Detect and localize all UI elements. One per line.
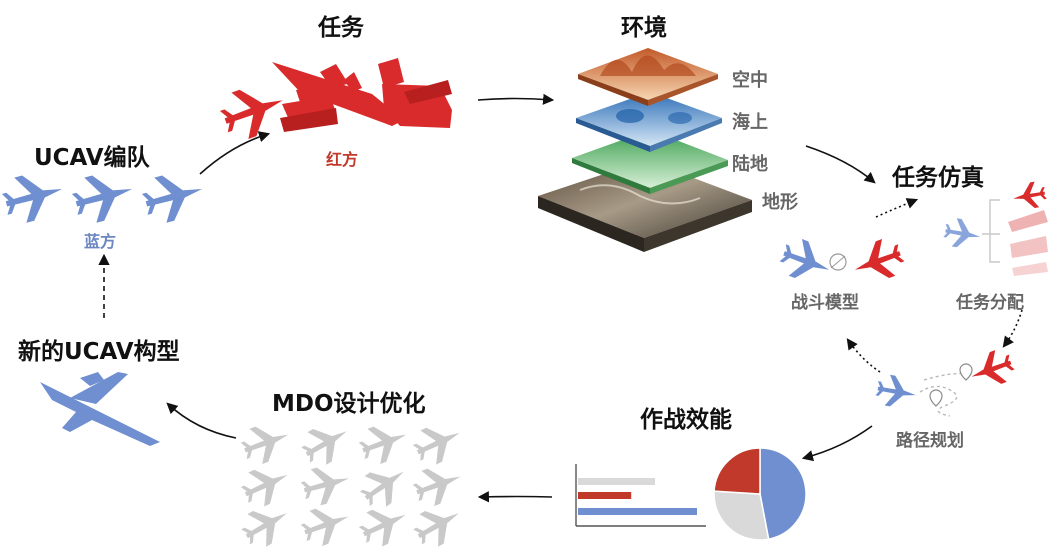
effectiveness-bar xyxy=(578,492,632,499)
formation-title: UCAV编队 xyxy=(34,145,150,171)
effectiveness-pie-chart xyxy=(713,447,807,541)
terrain-layer xyxy=(538,160,752,252)
blue-fighter-icon xyxy=(775,234,836,289)
new-config-title: 新的UCAV构型 xyxy=(18,339,180,365)
mdo-ucav-variant-icon xyxy=(296,414,357,472)
blue-side-label: 蓝方 xyxy=(84,232,117,251)
red-force-group xyxy=(215,58,452,145)
arrow-mission-to-environment xyxy=(477,93,555,105)
blue-ucav-formation xyxy=(0,166,209,227)
mdo-ucav-variant-icon xyxy=(354,456,415,515)
pie-slice xyxy=(713,447,761,495)
waypoint-icon xyxy=(929,389,943,407)
mdo-ucav-variant-icon xyxy=(237,417,295,469)
blue-ucav-small-icon xyxy=(942,216,983,251)
arrow-path-to-combat xyxy=(846,338,881,373)
red-target-aircraft-icon xyxy=(1010,180,1048,212)
mdo-ucav-variant-icon xyxy=(298,460,354,509)
arrow-formation-to-mission xyxy=(199,131,271,175)
mdo-ucav-variant-icon xyxy=(409,459,467,511)
task-allocation-group xyxy=(942,180,1048,276)
environment-layers xyxy=(538,48,752,252)
pie-slice xyxy=(759,447,807,541)
arrow-mdo-to-new-config xyxy=(166,402,237,439)
arrow-effectiveness-to-mdo xyxy=(477,491,553,503)
red-fighter-icon xyxy=(848,234,909,289)
red-target-launcher-icon xyxy=(1010,236,1048,258)
path-planning-group xyxy=(874,346,1018,417)
mdo-title: MDO设计优化 xyxy=(272,391,426,417)
blue-ucav-icon xyxy=(0,166,69,227)
red-target-tank-icon xyxy=(1012,262,1048,276)
red-side-label: 红方 xyxy=(326,150,359,169)
layer-label-sea: 海上 xyxy=(732,112,768,133)
mission-title: 任务 xyxy=(318,15,364,41)
blue-ucav-icon xyxy=(138,166,209,227)
effectiveness-bar xyxy=(578,508,697,515)
new-ucav-icon xyxy=(40,372,160,446)
mdo-ucav-variant-icon xyxy=(408,415,468,470)
task-allocation-label: 任务分配 xyxy=(956,293,1024,313)
effectiveness-bar xyxy=(578,478,655,485)
arrow-allocation-to-path xyxy=(1002,309,1023,348)
path-planning-label: 路径规划 xyxy=(896,431,964,451)
combat-model-group xyxy=(775,234,909,289)
red-target-icon xyxy=(965,346,1018,393)
layer-label-terrain: 地形 xyxy=(762,192,798,213)
mdo-ucav-grid xyxy=(236,414,469,554)
pie-slice xyxy=(713,490,770,541)
blue-ucav-path-icon xyxy=(874,372,919,411)
layer-label-air: 空中 xyxy=(732,70,768,91)
mission-sim-title: 任务仿真 xyxy=(892,165,984,191)
land-layer xyxy=(572,130,728,194)
red-warship-icon xyxy=(272,62,404,126)
blue-ucav-icon xyxy=(68,166,139,227)
combat-model-label: 战斗模型 xyxy=(791,293,859,313)
red-target-ship-icon xyxy=(1008,210,1048,232)
mdo-ucav-variant-icon xyxy=(355,417,413,469)
mdo-ucav-variant-icon xyxy=(236,457,296,512)
mdo-ucav-variant-icon xyxy=(354,497,414,552)
arrow-environment-to-simulation xyxy=(805,145,876,184)
effectiveness-title: 作战效能 xyxy=(640,407,732,433)
sea-layer xyxy=(576,92,722,152)
effectiveness-bar-chart xyxy=(575,464,706,527)
red-missile-launcher-icon xyxy=(378,58,452,128)
arrow-path-to-effectiveness xyxy=(801,425,873,462)
air-layer xyxy=(578,48,718,106)
red-aircraft-icon xyxy=(215,77,292,145)
layer-label-land: 陆地 xyxy=(732,154,768,175)
mdo-ucav-variant-icon xyxy=(408,496,469,554)
mdo-ucav-variant-icon xyxy=(297,499,355,551)
arrow-combat-to-simulation xyxy=(875,198,919,218)
waypoint-icon xyxy=(959,363,973,381)
environment-title: 环境 xyxy=(621,15,667,41)
